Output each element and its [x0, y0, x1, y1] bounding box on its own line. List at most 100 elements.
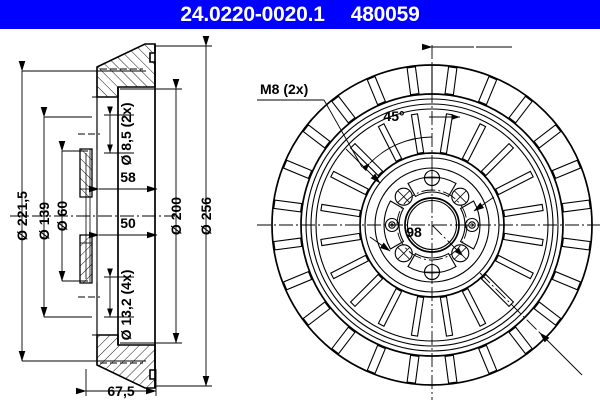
m8-pointer-upper: [345, 148, 381, 184]
m8-hole-inner: [388, 221, 396, 229]
m8-hole-inner: [468, 221, 476, 229]
fan-ring-circle: [359, 152, 505, 298]
hub-link-bottom: [92, 283, 98, 336]
cooling-fin-outer: [444, 354, 458, 384]
locating-hole-group: [422, 168, 442, 282]
cooling-fin-outer: [508, 326, 533, 355]
hub-relief-slots: [383, 176, 481, 274]
hub-to-rim-leader: [479, 272, 545, 338]
part-number: 24.0220-0020.1: [180, 3, 325, 26]
m8-hole-center: [390, 223, 394, 227]
rim-inner-circle-3: [310, 103, 554, 347]
cooling-fin-outer: [366, 344, 387, 375]
dim-label-256: Ø 256: [198, 197, 214, 235]
m8-hole-group: [384, 217, 480, 233]
cooling-fin-inner: [480, 142, 515, 177]
dim-outer-flange-dia: Ø 221,5: [14, 61, 146, 362]
dim-center-bore-dia: Ø 60: [54, 141, 88, 282]
cooling-fin-inner: [320, 232, 362, 247]
stud-hole-x: [397, 190, 411, 204]
stud-hole: [451, 187, 470, 206]
cooling-fin-outer: [561, 237, 591, 251]
front-view-group: 98 45° M8 (2x): [257, 43, 600, 400]
cooling-fin-outer: [444, 66, 458, 96]
cooling-fin-outer: [282, 270, 313, 291]
note-label-m8: M8 (2x): [260, 81, 308, 97]
center-bore-outer: [404, 197, 460, 253]
cooling-fin-outer: [533, 301, 562, 326]
cooling-fin-outer: [551, 270, 582, 291]
cooling-fin-inner: [410, 295, 425, 337]
dim-label-8-5: Ø 8,5 (2x): [118, 102, 134, 165]
stud-hole: [394, 187, 413, 206]
cooling-fin-outer: [477, 75, 498, 106]
bolt-circle-dashdot: [396, 189, 468, 261]
cooling-fin-inner: [320, 203, 362, 218]
cooling-fin-inner: [439, 113, 454, 155]
cooling-fin-outer: [533, 124, 562, 149]
dim-overall-dia: Ø 256: [155, 36, 214, 387]
cooling-fin-inner: [349, 142, 384, 177]
stud-hole-x: [397, 246, 411, 260]
cooling-fin-inner: [410, 113, 425, 155]
note-m8: M8 (2x): [257, 81, 363, 168]
dim-label-200: Ø 200: [168, 197, 184, 235]
m8-pointer-lower: [369, 236, 391, 252]
cooling-fin-outer: [331, 95, 356, 124]
dim-bolt-circle-98: 98: [406, 224, 464, 257]
cooling-fin-inner: [461, 287, 487, 327]
section-wall-top: [96, 43, 156, 98]
dim-small-hole-dia: Ø 8,5 (2x): [104, 102, 134, 166]
cooling-fin-inner: [502, 203, 544, 218]
cooling-fin-outer: [273, 199, 303, 213]
cooling-fin-inner: [494, 170, 534, 196]
section-view-group: Ø 221,5 Ø 139 Ø 60 Ø 8,5: [10, 36, 214, 399]
stud-hole: [394, 244, 413, 263]
cooling-fin-outer: [551, 159, 582, 180]
rim-leader-arrow: [539, 332, 583, 376]
fan-ring-circle-2: [364, 157, 500, 293]
dim-overall-width: 67,5: [76, 369, 157, 399]
dim-label-50: 50: [120, 215, 136, 231]
stud-hole: [451, 244, 470, 263]
cooling-fin-outer: [366, 75, 387, 106]
cooling-fin-outer: [331, 326, 356, 355]
hub-relief-slot: [407, 252, 457, 274]
dim-depth-58: 58: [89, 169, 158, 193]
cooling-fin-outer: [508, 95, 533, 124]
cooling-fin-outer: [406, 66, 420, 96]
dim-stud-hole-dia: Ø 13,2 (4x): [104, 268, 134, 340]
hub-relief-slot: [407, 176, 457, 198]
cooling-fin-outer: [477, 344, 498, 375]
cooling-fin-inner: [439, 295, 454, 337]
cooling-fin-inner: [480, 273, 515, 308]
cooling-fin-inner: [377, 123, 403, 163]
dim-label-139: Ø 139: [36, 202, 52, 240]
rim-inner-circle-2: [305, 98, 559, 352]
cooling-fin-inner: [461, 123, 487, 163]
title-banner: 24.0220-0020.1 480059: [0, 0, 600, 29]
m8-pointer-right: [473, 196, 495, 212]
cooling-fin-outer: [561, 199, 591, 213]
angle-arc: [361, 136, 433, 172]
article-number: 480059: [350, 3, 420, 26]
dim-label-67-5: 67,5: [107, 383, 134, 399]
m8-hole-outer: [384, 217, 400, 233]
cooling-fin-inner: [330, 170, 370, 196]
cooling-fin-outer: [406, 354, 420, 384]
hub-relief-slot: [383, 200, 405, 250]
m8-hole-outer: [464, 217, 480, 233]
rim-inner-circle: [300, 93, 564, 357]
center-bore-inner: [406, 199, 458, 251]
cooling-fin-inner: [377, 287, 403, 327]
dim-label-58: 58: [120, 169, 136, 185]
cooling-fin-inner: [330, 254, 370, 280]
dim-label-45deg: 45°: [383, 108, 404, 124]
dim-friction-dia: Ø 200: [120, 79, 184, 344]
m8-hole-center: [470, 223, 474, 227]
cooling-fin-outer: [273, 237, 303, 251]
hub-link-top: [92, 96, 98, 149]
dim-label-98: 98: [406, 224, 422, 240]
cooling-fin-inner: [349, 273, 384, 308]
